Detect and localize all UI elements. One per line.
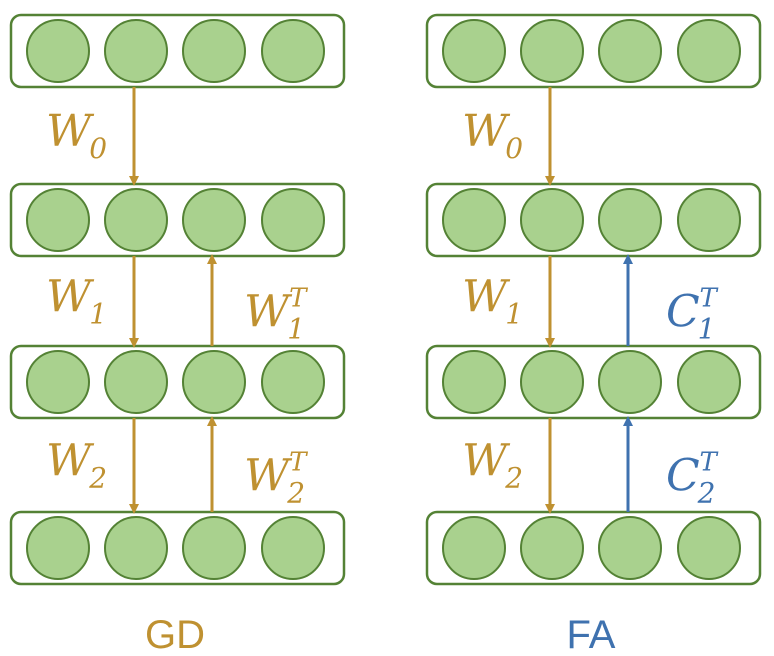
gd-neuron-1-1 bbox=[104, 188, 168, 252]
fa-neuron-0-2 bbox=[598, 19, 662, 83]
fa-layer-box-1 bbox=[425, 182, 762, 258]
fa-layer-0 bbox=[425, 13, 762, 89]
fa-layer-3 bbox=[425, 510, 762, 586]
fa-neuron-1-2 bbox=[598, 188, 662, 252]
gd-layer-box-1 bbox=[9, 182, 346, 258]
gd-forward-label-0-subscript: 0 bbox=[89, 132, 107, 165]
fa-backward-label-1-base: C bbox=[666, 451, 700, 502]
gd-backward-label-0-base: W bbox=[244, 287, 293, 338]
gd-layer-3 bbox=[9, 510, 346, 586]
gd-backward-label-1-base: W bbox=[244, 451, 293, 502]
fa-backward-label-0-base: C bbox=[666, 287, 700, 338]
fa-layer-box-2 bbox=[425, 344, 762, 420]
gd-backward-label-0-superscript: T bbox=[289, 284, 308, 314]
gd-layer-box-3 bbox=[9, 510, 346, 586]
fa-backward-label-1: C2T bbox=[666, 448, 719, 510]
gd-forward-label-1-subscript: 1 bbox=[89, 298, 107, 331]
gd-neuron-3-0 bbox=[26, 516, 90, 580]
gd-forward-label-1-base: W bbox=[46, 272, 95, 323]
gd-layer-box-2 bbox=[9, 344, 346, 420]
gd-forward-label-0-base: W bbox=[46, 106, 95, 157]
fa-neuron-0-1 bbox=[520, 19, 584, 83]
fa-neuron-2-3 bbox=[677, 350, 741, 414]
fa-neuron-1-1 bbox=[520, 188, 584, 252]
gd-layer-2 bbox=[9, 344, 346, 420]
fa-layer-1 bbox=[425, 182, 762, 258]
gd-neuron-1-2 bbox=[182, 188, 246, 252]
fa-layer-box-0 bbox=[425, 13, 762, 89]
fa-forward-label-0-base: W bbox=[462, 106, 511, 157]
fa-layer-box-3 bbox=[425, 510, 762, 586]
gd-forward-label-1: W1 bbox=[46, 272, 107, 331]
gd-neuron-0-2 bbox=[182, 19, 246, 83]
gd-neuron-2-0 bbox=[26, 350, 90, 414]
gd-neuron-3-1 bbox=[104, 516, 168, 580]
fa-forward-label-2-subscript: 2 bbox=[504, 462, 523, 495]
gd-backward-label-0: W1T bbox=[244, 284, 308, 346]
fa-forward-label-1-base: W bbox=[462, 272, 511, 323]
gd-backward-label-1: W2T bbox=[244, 448, 308, 510]
fa-neuron-1-3 bbox=[677, 188, 741, 252]
gd-forward-label-0: W0 bbox=[46, 106, 107, 165]
fa-backward-label-0-subscript: 1 bbox=[698, 313, 716, 346]
fa-forward-label-2: W2 bbox=[462, 436, 523, 495]
gd-backward-label-1-subscript: 2 bbox=[286, 477, 305, 510]
fa-neuron-1-0 bbox=[442, 188, 506, 252]
gd-neuron-1-0 bbox=[26, 188, 90, 252]
gd-layer-0 bbox=[9, 13, 346, 89]
gd-neuron-0-3 bbox=[261, 19, 325, 83]
fa-neuron-3-2 bbox=[598, 516, 662, 580]
gd-neuron-2-2 bbox=[182, 350, 246, 414]
fa-neuron-0-0 bbox=[442, 19, 506, 83]
gd-neuron-1-3 bbox=[261, 188, 325, 252]
fa-forward-label-0-subscript: 0 bbox=[505, 132, 523, 165]
gd-neuron-2-1 bbox=[104, 350, 168, 414]
gd-neuron-0-0 bbox=[26, 19, 90, 83]
gd-neuron-2-3 bbox=[261, 350, 325, 414]
fa-neuron-0-3 bbox=[677, 19, 741, 83]
gd-layer-1 bbox=[9, 182, 346, 258]
gd-forward-label-2-subscript: 2 bbox=[88, 462, 107, 495]
fa-neuron-2-1 bbox=[520, 350, 584, 414]
fa-backward-label-1-superscript: T bbox=[700, 448, 719, 478]
gd-forward-label-2-base: W bbox=[46, 436, 95, 487]
fa-backward-label-0: C1T bbox=[666, 284, 719, 346]
fa-backward-label-1-subscript: 2 bbox=[697, 477, 716, 510]
gd-neuron-3-3 bbox=[261, 516, 325, 580]
fa-layer-2 bbox=[425, 344, 762, 420]
gd-backward-label-1-superscript: T bbox=[289, 448, 308, 478]
fa-neuron-3-3 bbox=[677, 516, 741, 580]
gd-panel-title: GD bbox=[145, 613, 205, 656]
fa-neuron-2-2 bbox=[598, 350, 662, 414]
fa-neuron-3-0 bbox=[442, 516, 506, 580]
gd-backward-label-0-subscript: 1 bbox=[287, 313, 305, 346]
gd-layer-box-0 bbox=[9, 13, 346, 89]
fa-forward-label-1-subscript: 1 bbox=[505, 298, 523, 331]
gd-forward-label-2: W2 bbox=[46, 436, 107, 495]
fa-forward-label-1: W1 bbox=[462, 272, 523, 331]
fa-backward-label-0-superscript: T bbox=[700, 284, 719, 314]
gd-neuron-0-1 bbox=[104, 19, 168, 83]
fa-panel-title: FA bbox=[567, 613, 616, 656]
gd-neuron-3-2 bbox=[182, 516, 246, 580]
fa-neuron-2-0 bbox=[442, 350, 506, 414]
fa-neuron-3-1 bbox=[520, 516, 584, 580]
fa-forward-label-2-base: W bbox=[462, 436, 511, 487]
fa-forward-label-0: W0 bbox=[462, 106, 523, 165]
